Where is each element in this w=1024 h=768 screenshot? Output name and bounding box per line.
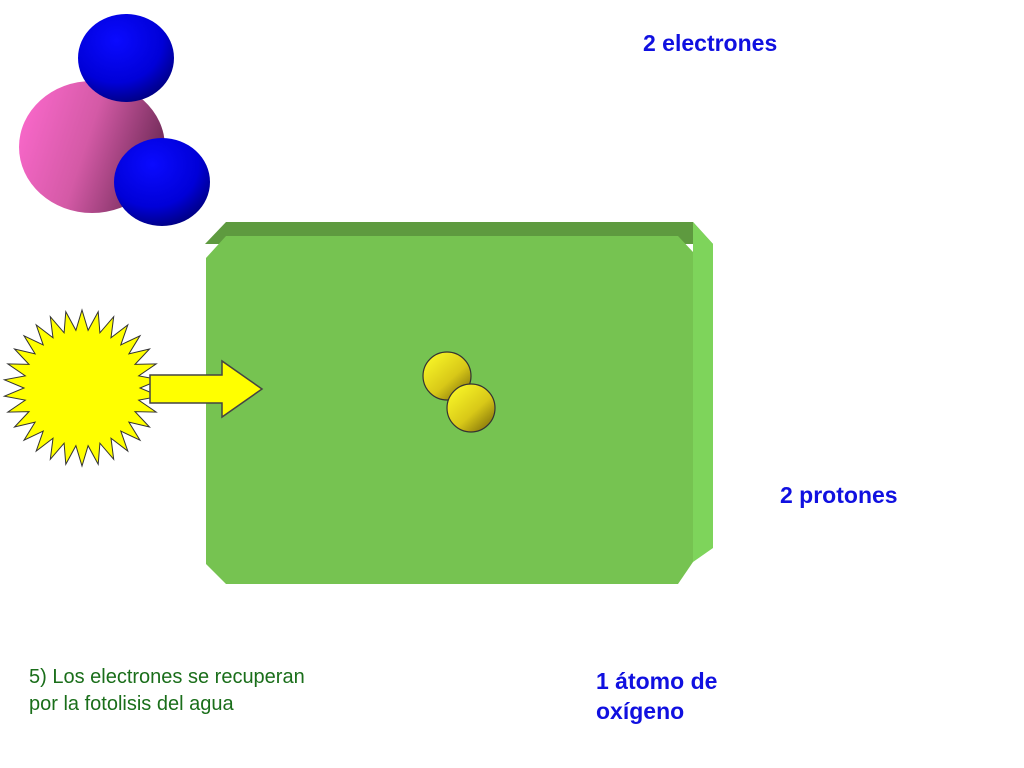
protons-label: 2 protones xyxy=(780,482,898,508)
sun-icon xyxy=(2,308,162,468)
hydrogen-atom-bottom xyxy=(114,138,210,226)
water-molecule-icon xyxy=(19,14,210,226)
oxygen-label: 1 átomo de oxígeno xyxy=(596,668,718,724)
block-side-face xyxy=(693,222,713,562)
proton-2 xyxy=(446,383,496,433)
step-caption: 5) Los electrones se recuperan por la fo… xyxy=(29,666,305,715)
hydrogen-atom-top xyxy=(78,14,174,102)
proton-pair-icon xyxy=(422,351,496,433)
electrons-label: 2 electrones xyxy=(643,30,778,56)
arrow-right-icon xyxy=(149,359,264,419)
